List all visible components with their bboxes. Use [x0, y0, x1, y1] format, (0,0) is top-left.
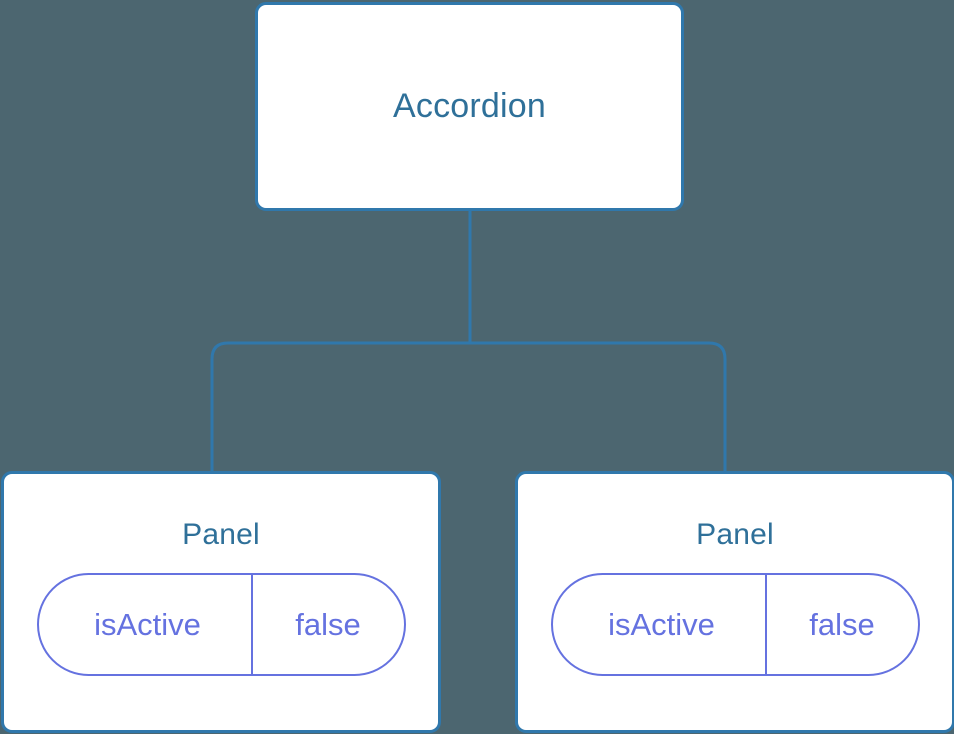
edge-root-to-panel-1	[210, 341, 470, 473]
prop-divider-panel-1	[250, 575, 253, 674]
prop-value-isactive-panel-2: false	[809, 606, 875, 642]
prop-pill-panel-2[interactable]: isActive false	[550, 573, 920, 676]
node-accordion[interactable]: Accordion	[255, 2, 684, 211]
prop-key-isactive-panel-2: isActive	[608, 606, 715, 642]
node-panel-2-label: Panel	[696, 518, 774, 551]
prop-value-isactive-panel-1: false	[295, 606, 361, 642]
node-panel-2[interactable]: Panel isActive false	[515, 471, 954, 733]
node-panel-1[interactable]: Panel isActive false	[1, 471, 441, 733]
edge-root-to-panel-2	[470, 341, 727, 473]
node-accordion-label: Accordion	[393, 86, 546, 125]
prop-divider-panel-2	[764, 575, 767, 674]
node-panel-1-label: Panel	[182, 518, 260, 551]
prop-pill-panel-1[interactable]: isActive false	[36, 573, 406, 676]
prop-key-isactive-panel-1: isActive	[94, 606, 201, 642]
